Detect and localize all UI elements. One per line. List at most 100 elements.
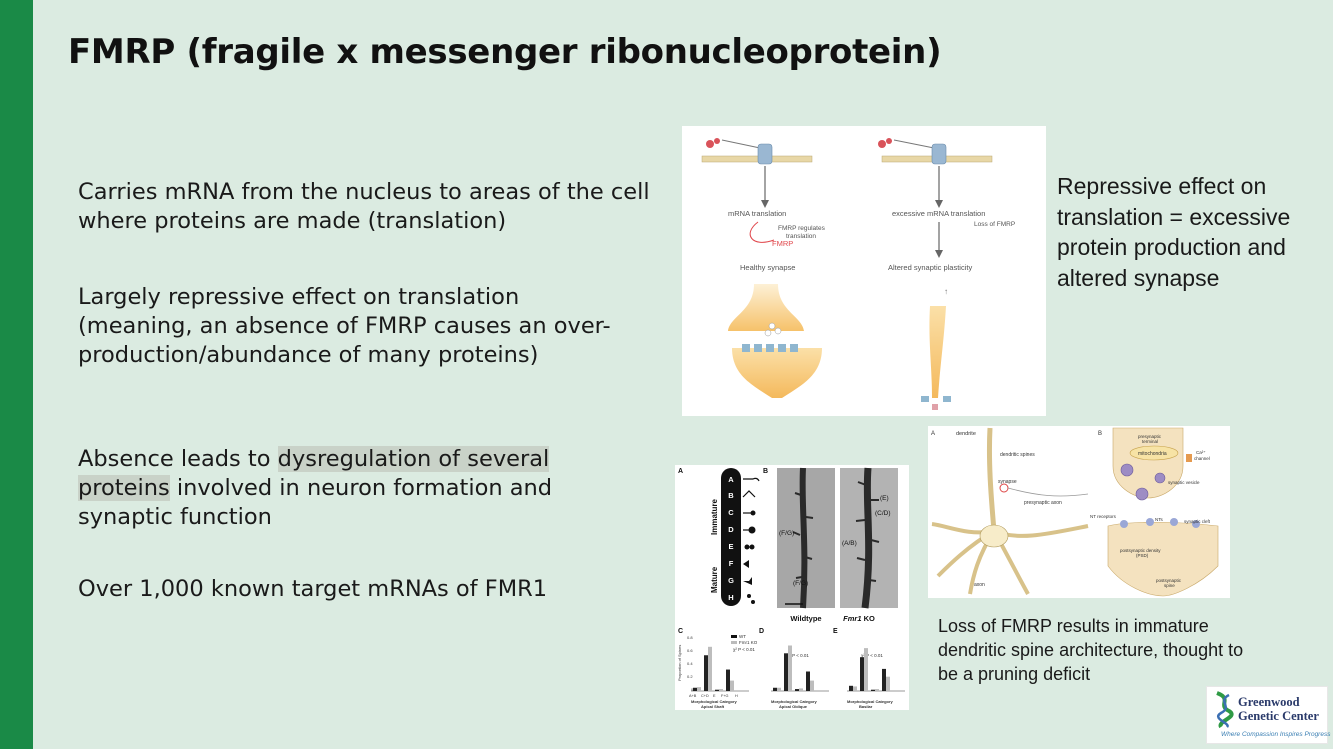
bar-wt — [704, 655, 708, 691]
logo-name-line2: Genetic Center — [1238, 709, 1319, 723]
bar-wt — [871, 689, 875, 691]
healthy-synapse-caption: Healthy synapse — [740, 263, 795, 272]
cat-letter-g: G — [728, 576, 734, 585]
bar-wt — [715, 689, 719, 691]
xlabel-e: Morphological Category — [847, 699, 894, 704]
caption-right: Repressive effect on translation = exces… — [1057, 173, 1291, 291]
translation-label: translation — [786, 233, 816, 240]
bar-wt — [882, 668, 886, 691]
panel-c-label: C — [678, 628, 683, 635]
figure-neuron: A B dendrite dendritic spines synapse pr… — [928, 426, 1230, 598]
slide-title: FMRP (fragile x messenger ribonucleoprot… — [68, 32, 942, 72]
wt-label-fg-2: (F/G) — [793, 580, 808, 587]
dendrite-branches-icon — [931, 522, 1089, 595]
dendritic-spines-label: dendritic spines — [1000, 452, 1035, 458]
axon-label: axon — [974, 582, 985, 588]
synapse-label: synapse — [998, 479, 1017, 485]
ytick: 0.6 — [687, 648, 693, 653]
neuron-diagram: A B dendrite dendritic spines synapse pr… — [928, 426, 1230, 598]
bar-ko — [719, 689, 723, 691]
nt-receptors-label: NT receptors — [1090, 514, 1117, 519]
ligand-icon — [878, 140, 886, 148]
nts-label: NTs — [1155, 517, 1163, 522]
receptor-icon — [778, 344, 786, 352]
spine-shape-icon — [743, 577, 752, 585]
vesicle-icon — [1120, 463, 1134, 477]
legend-ko: Fmr1 KO — [739, 640, 758, 645]
postsynaptic-spine-label-2: spine — [1164, 583, 1175, 588]
presynaptic-terminal-icon — [1112, 427, 1184, 499]
xsub-e: Basilar — [859, 704, 873, 709]
vesicle-icon — [764, 329, 772, 337]
bullet-1: Carries mRNA from the nucleus to areas o… — [78, 179, 650, 234]
step-excessive-translation: excessive mRNA translation — [892, 209, 985, 218]
ylabel: Proportion of Spines — [677, 645, 682, 681]
xcat: F+G — [721, 694, 729, 698]
bar-ko — [853, 686, 857, 691]
vesicle-icon — [1154, 472, 1166, 484]
presyn-label-1: presynaptic — [1138, 434, 1162, 439]
feedback-arc — [749, 221, 775, 243]
receptor-icon — [943, 396, 951, 402]
chi-d: χ² P < 0.01 — [787, 653, 809, 658]
spine-shape-icon — [744, 544, 750, 550]
spines-ko — [855, 481, 880, 582]
spines-wildtype — [792, 492, 814, 579]
presynaptic-bouton — [728, 284, 804, 331]
receptor-icon — [790, 344, 798, 352]
panel-d-label: D — [759, 628, 764, 635]
bar-ko — [777, 687, 781, 691]
presynaptic-axon-label: presynaptic axon — [1024, 500, 1062, 506]
figure-synapse: mRNA translation FMRP regulates translat… — [682, 126, 1046, 416]
bar-wt — [726, 669, 730, 691]
cat-letter-c: C — [728, 508, 734, 517]
mitochondria-label: mitochondria — [1138, 451, 1167, 457]
altered-plasticity-caption: Altered synaptic plasticity — [888, 263, 972, 272]
caption-bottom: Loss of FMRP results in immature dendrit… — [938, 616, 1244, 684]
presynaptic-axon-line — [1007, 487, 1089, 497]
ca-label-1: Ca²⁺ — [1196, 450, 1206, 455]
ytick: 0.8 — [687, 635, 693, 640]
xcat: A+B — [689, 694, 697, 698]
panel-a-label: A — [678, 468, 683, 475]
receptor-icon — [754, 344, 762, 352]
bullet-2: Largely repressive effect on translation… — [78, 284, 611, 368]
dendrite-icon — [986, 427, 997, 532]
xlabel-c: Morphological Category — [691, 699, 738, 704]
bullet-4: Over 1,000 known target mRNAs of FMR1 — [78, 576, 548, 602]
bar-chart-c — [691, 646, 749, 692]
bullet-3-prefix: Absence leads to — [78, 446, 278, 472]
mitochondria-icon — [1129, 445, 1179, 461]
receptor-icon — [742, 344, 750, 352]
ligand-icon — [886, 138, 892, 144]
synaptic-vesicle-label: synaptic vesicle — [1168, 480, 1200, 485]
ca-channel-icon — [1186, 454, 1192, 462]
bar-ko — [864, 648, 868, 691]
panel-e-label: E — [833, 628, 838, 635]
bar-wt — [693, 687, 697, 691]
ligand-icon — [714, 138, 720, 144]
spine-shape-icon — [743, 560, 749, 568]
chi-c: χ² P < 0.01 — [733, 647, 755, 652]
panel-a-label: A — [931, 431, 935, 437]
bar-wt — [849, 685, 853, 691]
cat-letter-a: A — [728, 475, 734, 484]
receptor-icon — [931, 143, 947, 165]
mature-label: Mature — [710, 566, 719, 593]
wildtype-label: Wildtype — [790, 614, 821, 623]
soma-icon — [979, 524, 1009, 548]
bar-chart-d — [771, 645, 829, 692]
fmr1-ko-label: Fmr1 KO — [843, 614, 875, 623]
immature-label: Immature — [710, 498, 719, 535]
ko-suffix: KO — [862, 614, 876, 623]
xlabel-d: Morphological Category — [771, 699, 818, 704]
spine-shape-icon — [743, 477, 760, 482]
chi-e: χ² P < 0.01 — [861, 653, 883, 658]
dna-helix-icon — [1216, 691, 1234, 729]
ca-label-2: channel — [1194, 456, 1210, 461]
xcat: C+D — [701, 694, 709, 698]
cat-letter-b: B — [728, 491, 734, 500]
accent-bar — [0, 0, 33, 749]
xsub-d: Apical Oblique — [779, 704, 808, 709]
bar-ko — [886, 676, 890, 691]
